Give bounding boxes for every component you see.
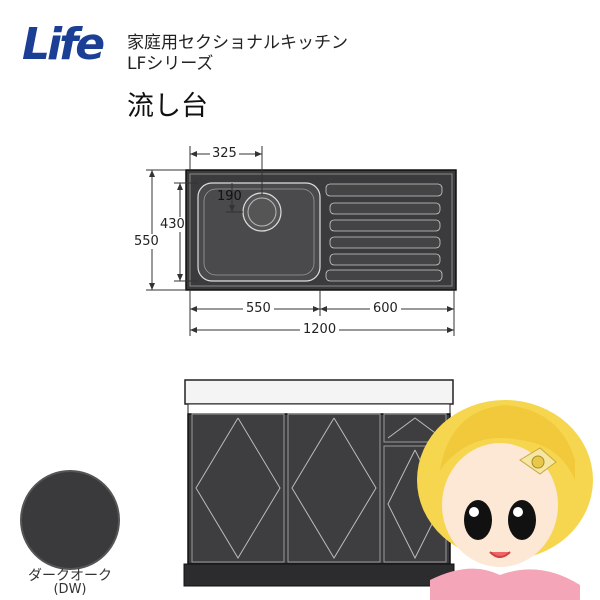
sink-top-view — [185, 169, 457, 291]
dim-drainboard-width: 600 — [370, 301, 401, 316]
dim-bowl-depth: 430 — [160, 217, 185, 232]
sink-front-view — [183, 379, 455, 587]
logo-text: Life — [22, 19, 105, 70]
dim-drain-offset: 190 — [217, 189, 242, 204]
dim-total-width: 1200 — [300, 322, 340, 337]
dim-bowl-center: 325 — [210, 146, 239, 161]
life-logo: Life — [22, 19, 105, 70]
series-name: LFシリーズ — [127, 54, 214, 74]
color-name: ダークオーク — [28, 568, 112, 584]
product-name: 流し台 — [127, 91, 208, 122]
series-title: 家庭用セクショナルキッチン — [127, 33, 348, 53]
dim-total-depth: 550 — [134, 234, 159, 249]
mascot-character — [417, 400, 593, 600]
color-swatch — [20, 470, 120, 570]
dim-bowl-width: 550 — [243, 301, 274, 316]
color-code: (DW) — [53, 582, 87, 597]
dimension-arrows — [149, 151, 454, 333]
